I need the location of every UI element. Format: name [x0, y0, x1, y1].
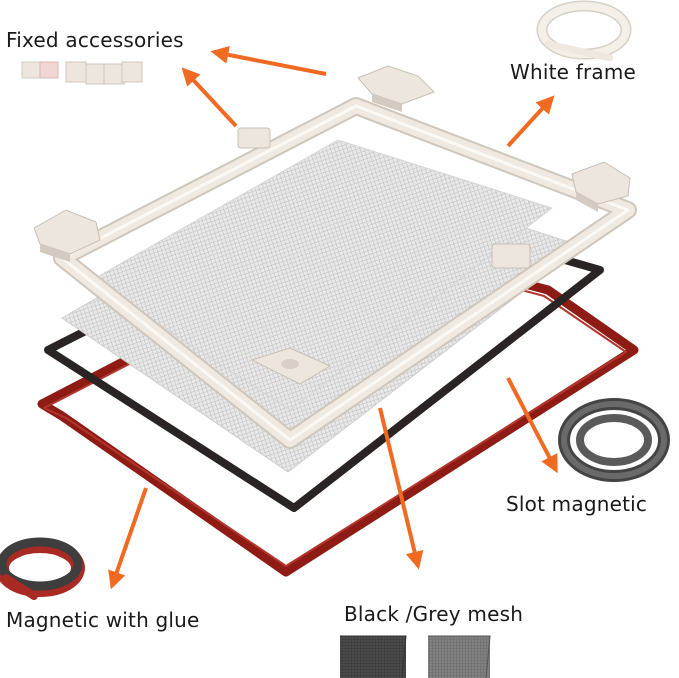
arrow-icon	[181, 67, 238, 128]
arrow-icon	[108, 487, 148, 590]
white-frame-roll-icon	[536, 0, 632, 62]
label-white-frame: White frame	[510, 60, 637, 84]
arrow-icon	[210, 45, 327, 76]
slot-magnetic-roll-icon	[558, 398, 670, 482]
frame-corner-icon	[33, 209, 101, 262]
mesh-sample-icon	[428, 635, 491, 678]
frame-clip-icon	[237, 127, 271, 149]
white-frame	[53, 97, 637, 449]
label-slot-magnetic: Slot magnetic	[506, 492, 648, 516]
label-magnetic-with-glue: Magnetic with glue	[6, 608, 200, 632]
frame-corner-icon	[357, 65, 435, 112]
arrow-icon	[506, 377, 558, 474]
magnetic-glue-roll-icon	[0, 537, 85, 600]
fixed-accessories-icon	[21, 61, 143, 85]
frame-corner-icon	[250, 347, 332, 385]
arrow-icon	[378, 407, 424, 570]
label-mesh: Black /Grey mesh	[344, 602, 524, 626]
frame-clip-icon	[491, 243, 531, 269]
mesh-sample-icon	[340, 635, 407, 678]
frame-corner-icon	[571, 161, 631, 212]
label-fixed-accessories: Fixed accessories	[6, 28, 184, 52]
arrow-icon	[506, 95, 555, 148]
